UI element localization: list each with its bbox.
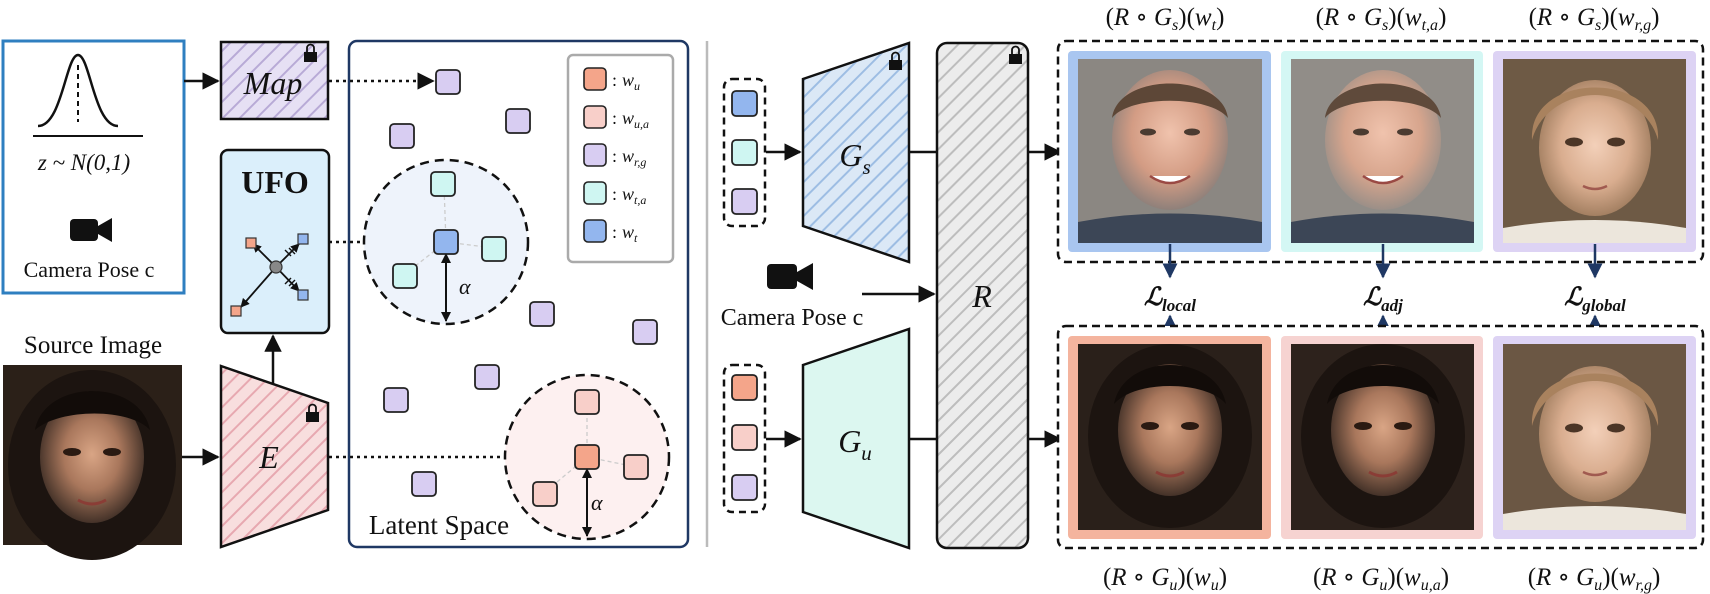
ufo-attraction-repulsion-icon: [230, 233, 309, 317]
caption-top-1: (R ∘ Gs)(wt): [1106, 4, 1225, 34]
latent-square-w-t-a: [481, 236, 507, 262]
legend-label-w-r-g: :wr,g: [612, 146, 646, 169]
output-image-source-target: [1068, 51, 1271, 252]
caption-top-2: (R ∘ Gs)(wt,a): [1316, 4, 1447, 34]
source-image: [3, 365, 182, 560]
latent-square-w-r-g: [474, 364, 500, 390]
mapping-network-label: Map: [243, 65, 303, 101]
latent-square-w-r-g: [529, 301, 555, 327]
output-image-source-global: [1493, 51, 1696, 252]
caption-bottom-3: (R ∘ Gu)(wr,g): [1528, 564, 1661, 594]
lock-icon: [889, 51, 902, 70]
alpha-label: α: [591, 490, 603, 515]
source-generator-label: Gs: [839, 137, 870, 179]
latent-square-w-r-g: [411, 471, 437, 497]
encoder-label: E: [258, 439, 279, 475]
noise-input-box: [1, 39, 186, 295]
lock-icon: [304, 43, 317, 62]
camera-icon: [70, 218, 112, 242]
caption-bottom-2: (R ∘ Gu)(wu,a): [1313, 564, 1449, 594]
latent-square-w-u: [731, 374, 758, 401]
latent-square-w-t-a: [430, 171, 456, 197]
latent-square-w-r-g: [731, 474, 758, 501]
user-generator-label: Gu: [838, 423, 872, 465]
legend-swatch-w-u-a: [583, 105, 607, 129]
lock-icon: [306, 403, 319, 422]
latent-square-w-u-a: [574, 389, 600, 415]
latent-square-w-t: [433, 229, 459, 255]
adj-loss-label: ℒadj: [1363, 284, 1403, 315]
latent-legend: :wu :wu,a :wr,g :wt,a :wt: [583, 67, 649, 245]
latent-square-w-u-a: [532, 481, 558, 507]
output-image-source-adjacent: [1281, 51, 1483, 252]
legend-label-w-u-a: :wu,a: [612, 108, 649, 131]
gaussian-curve: [37, 53, 119, 128]
latent-square-w-t-a: [392, 263, 418, 289]
legend-label-w-u: :wu: [612, 70, 640, 93]
caption-bottom-1: (R ∘ Gu)(wu): [1103, 564, 1227, 594]
latent-square-w-r-g: [383, 387, 409, 413]
global-loss-label: ℒglobal: [1564, 284, 1626, 315]
camera-pose-label-left: Camera Pose c: [24, 257, 155, 282]
legend-swatch-w-u: [583, 67, 607, 91]
latent-square-w-t-a: [731, 139, 758, 166]
latent-square-w-u-a: [731, 424, 758, 451]
encoder-block: [219, 364, 330, 549]
latent-square-w-r-g: [632, 319, 658, 345]
latent-square-w-u: [574, 444, 600, 470]
latent-square-w-r-g: [505, 108, 531, 134]
z-distribution-label: z ~ N(0,1): [37, 150, 130, 175]
output-image-user-adjacent: [1281, 336, 1483, 539]
latent-square-w-r-g: [435, 69, 461, 95]
local-loss-label: ℒlocal: [1144, 284, 1196, 315]
output-image-user-source: [1068, 336, 1271, 539]
mapping-network-block: [219, 40, 330, 121]
output-image-user-global: [1493, 336, 1696, 539]
alpha-label: α: [459, 274, 471, 299]
renderer-block: [935, 41, 1030, 550]
legend-swatch-w-t-a: [583, 181, 607, 205]
ufo-label: UFO: [241, 164, 309, 200]
latent-square-w-r-g: [389, 123, 415, 149]
latent-square-w-t: [731, 90, 758, 117]
source-generator-block: [801, 41, 911, 264]
camera-icon: [767, 263, 813, 290]
latent-code-squares: [383, 69, 658, 507]
lock-icon: [1009, 45, 1022, 64]
latent-square-w-r-g: [731, 188, 758, 215]
caption-top-3: (R ∘ Gs)(wr,g): [1529, 4, 1660, 34]
user-generator-block: [801, 327, 911, 550]
legend-label-w-t-a: :wt,a: [612, 184, 646, 207]
source-image-label: Source Image: [24, 332, 162, 359]
latent-space-label: Latent Space: [369, 510, 509, 540]
legend-label-w-t: :wt: [612, 222, 638, 245]
renderer-label: R: [971, 278, 992, 314]
camera-pose-label-mid: Camera Pose c: [721, 305, 864, 331]
latent-square-w-u-a: [623, 454, 649, 480]
legend-swatch-w-r-g: [583, 143, 607, 167]
legend-swatch-w-t: [583, 219, 607, 243]
